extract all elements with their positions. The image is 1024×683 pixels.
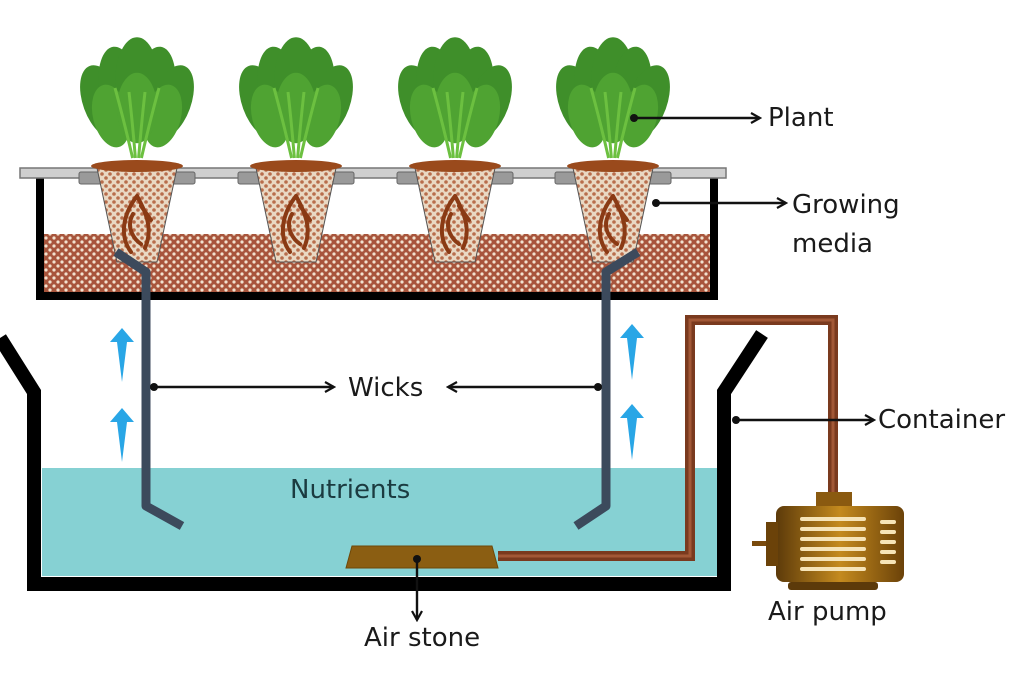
callouts [154,118,874,620]
plant-in-net-pot [554,37,672,263]
label-air-stone: Air stone [364,623,480,653]
leaf-cluster [556,37,670,159]
air-pump-icon [752,492,904,590]
label-nutrients: Nutrients [290,475,410,505]
label-growing-media-line2: media [792,229,873,259]
leaf-cluster [80,37,194,159]
pot-rim [250,160,342,172]
pot-rim [409,160,501,172]
label-growing-media-line1: Growing [792,190,900,220]
label-plant: Plant [768,103,834,133]
up-arrow-icon [110,328,134,382]
roots [280,194,312,254]
roots [597,194,629,254]
air-stone [345,545,499,569]
roots [439,194,471,254]
tray-lid [19,167,727,179]
wick-right [573,248,641,530]
plant-in-net-pot [237,37,355,263]
wick-left [113,248,185,530]
pot-rim [567,160,659,172]
label-container: Container [878,405,1005,435]
up-arrow-icon [110,408,134,462]
wicks [113,248,641,530]
pot-rim [91,160,183,172]
leaf-cluster [398,37,512,159]
leaf-cluster [239,37,353,159]
container-wall [0,330,768,591]
label-air-pump: Air pump [768,597,887,627]
up-arrow-icon [620,324,644,380]
plants [78,37,672,263]
up-arrow-icon [620,404,644,460]
plant-in-net-pot [78,37,196,263]
plant-in-net-pot [396,37,514,263]
roots [121,194,153,254]
label-wicks: Wicks [348,373,423,403]
nutrient-flow-arrows [110,324,644,462]
